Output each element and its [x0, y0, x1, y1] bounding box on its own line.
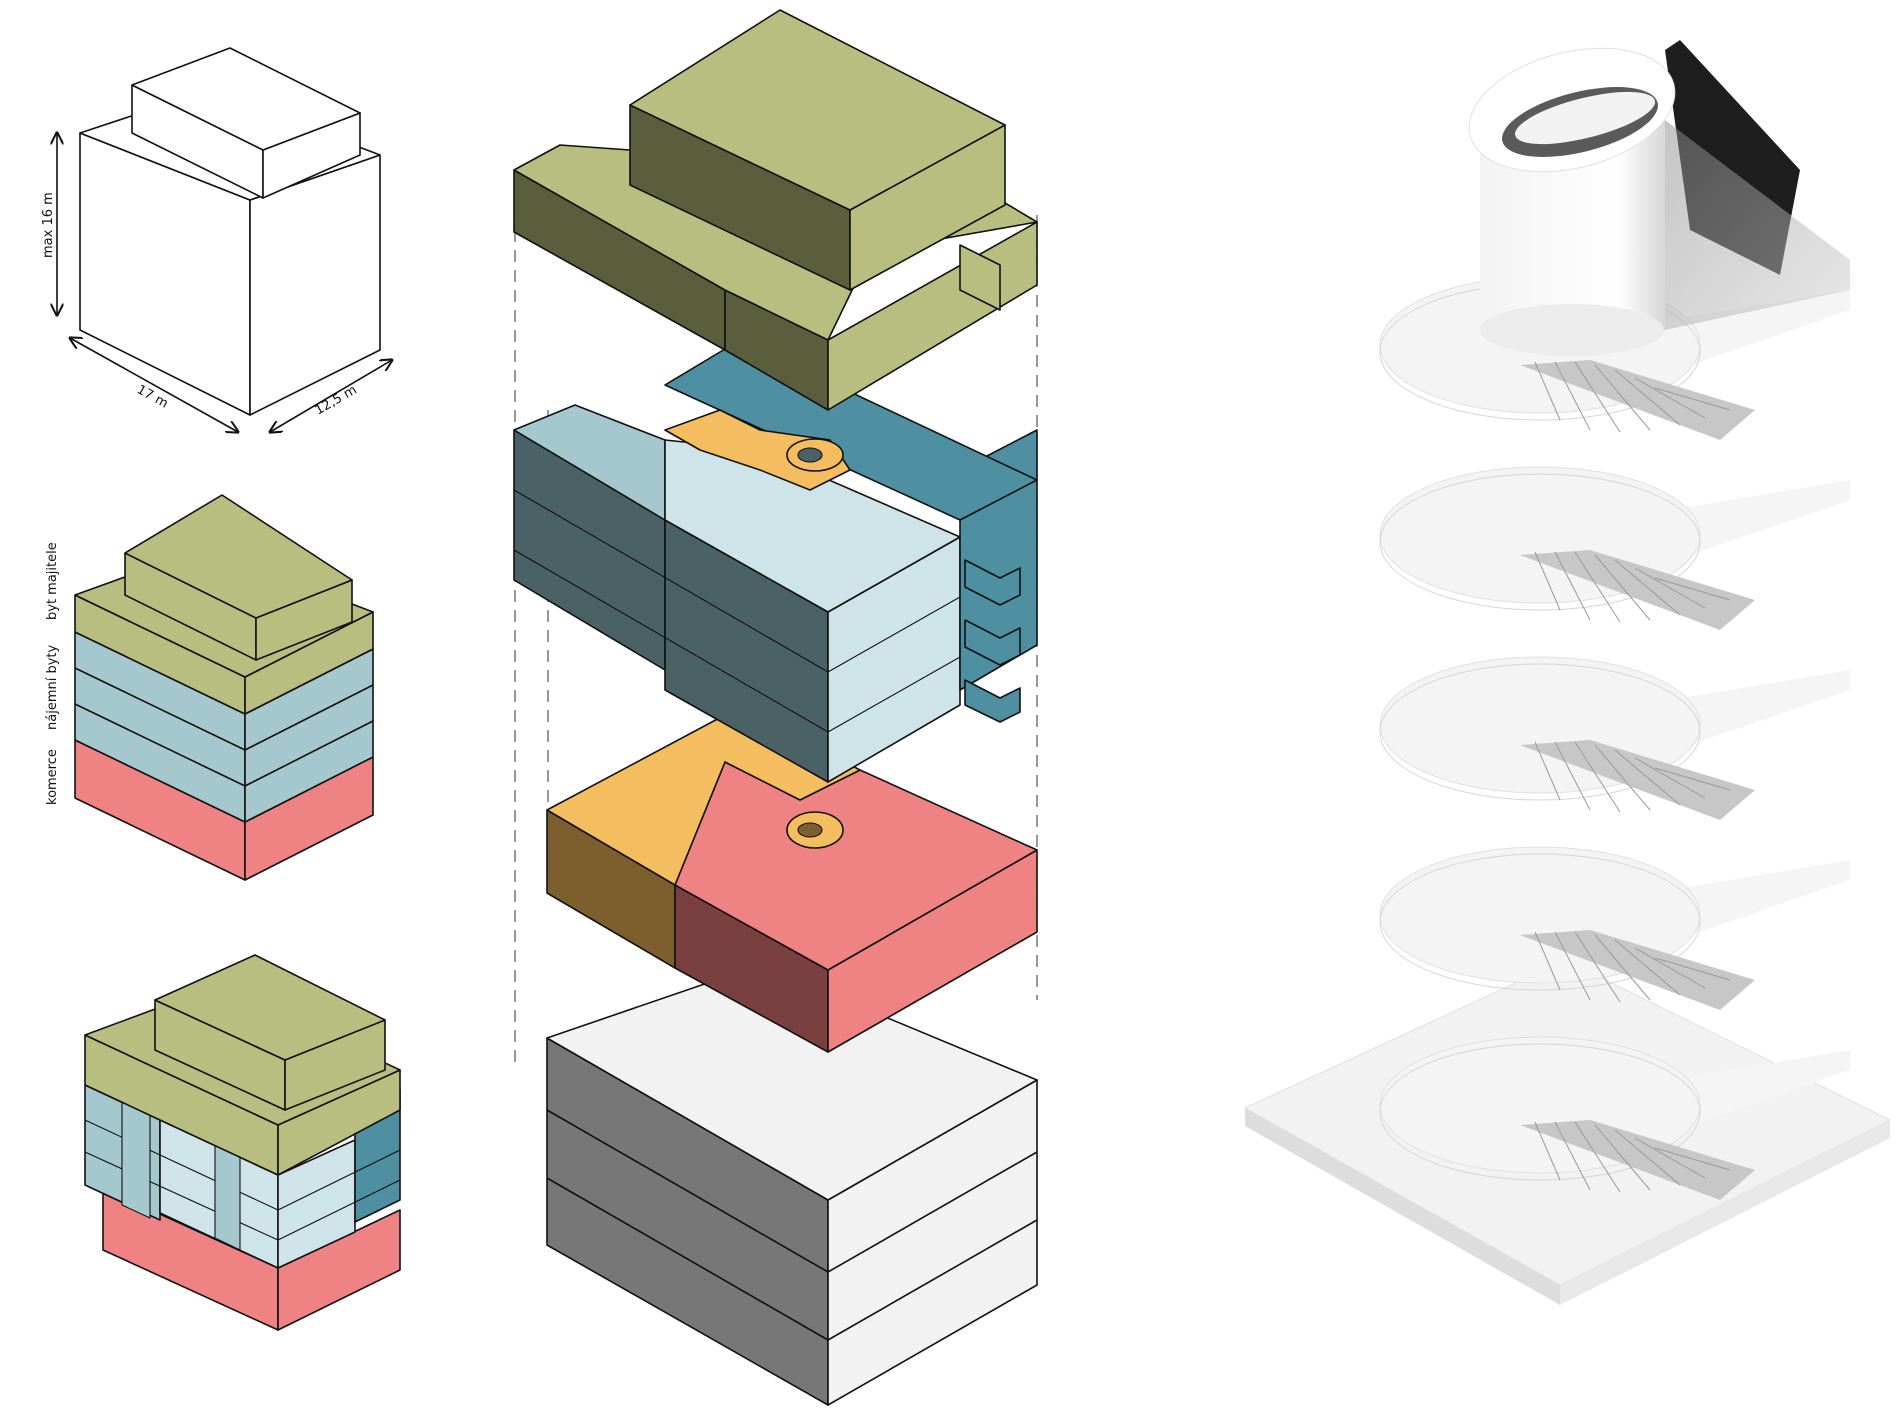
stair-cylinder-top [1468, 40, 1850, 356]
program-stack [74, 494, 374, 881]
rental-layer [513, 339, 1038, 783]
program-labels: byt majitele nájemní byty komerce [45, 542, 60, 805]
height-label: max 16 m [41, 192, 56, 258]
length-label: 17 m [134, 382, 170, 411]
width-label: 12,5 m [313, 383, 360, 419]
commerce-label: komerce [45, 749, 60, 805]
height-dimension: max 16 m [41, 133, 57, 315]
foundation-layers [546, 964, 1038, 1406]
assembled-building [84, 954, 401, 1331]
owner-floor-label: byt majitele [45, 542, 60, 620]
commerce-layer [546, 714, 1038, 1053]
rental-floors-label: nájemní byty [45, 644, 60, 730]
envelope-volume [79, 47, 381, 416]
spiral-stair-icon [1379, 276, 1851, 1201]
owner-layer [513, 9, 1038, 411]
